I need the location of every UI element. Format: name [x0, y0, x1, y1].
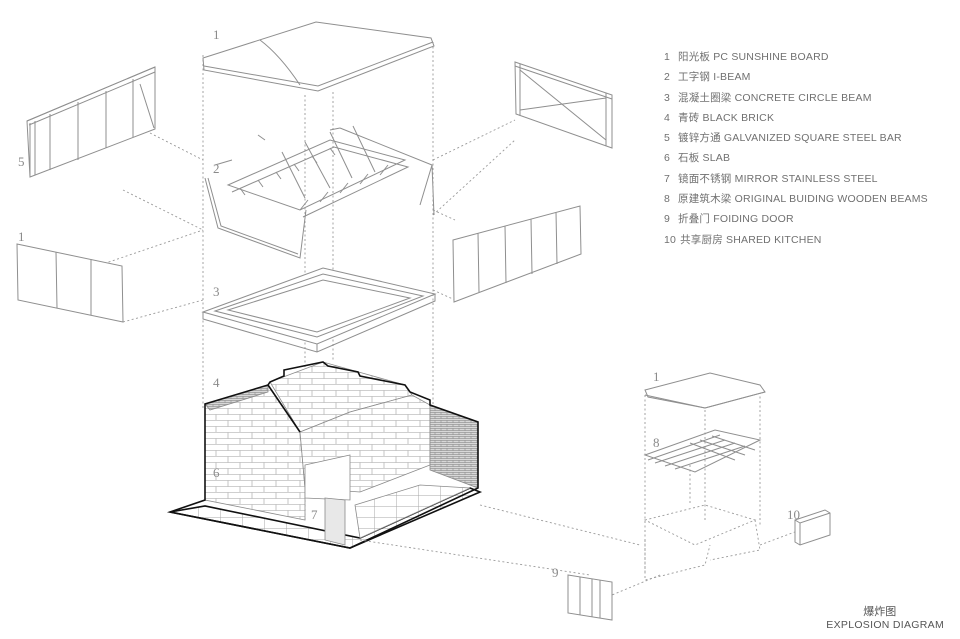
callouts: 1 1 5 2 3 4 6 7 1 8 9 10 [18, 27, 800, 580]
legend-item-number: 7 [664, 172, 671, 185]
legend-item-number: 9 [664, 213, 671, 226]
callout-ibeam: 2 [213, 161, 220, 176]
ibeam-structure [204, 125, 435, 259]
callout-kitchen: 10 [787, 507, 800, 522]
legend-item: 1 阳光板 PC SUNSHINE BOARD [664, 50, 928, 70]
legend-item: 8 原建筑木梁 ORIGINAL BUIDING WOODEN BEAMS [664, 192, 928, 212]
caption-en: EXPLOSION DIAGRAM [826, 619, 944, 631]
legend-item-label: 混凝土圈梁 CONCRETE CIRCLE BEAM [678, 91, 872, 104]
callout-frame-left: 5 [18, 154, 25, 169]
frame-right [514, 61, 613, 149]
legend-item-label: 阳光板 PC SUNSHINE BOARD [678, 51, 829, 63]
legend-item-label: 石板 SLAB [678, 152, 731, 165]
callout-folding-door: 9 [552, 565, 559, 580]
callout-roof-main: 1 [213, 27, 220, 42]
legend-item: 2 工字钢 I-BEAM [664, 70, 928, 90]
legend-item-number: 1 [664, 51, 671, 63]
legend-item-number: 4 [664, 111, 671, 124]
diagram-caption: 爆炸图 EXPLOSION DIAGRAM [826, 603, 944, 631]
legend-item: 5 镀锌方通 GALVANIZED SQUARE STEEL BAR [664, 131, 928, 151]
panel-right [452, 205, 582, 303]
legend-item-number: 5 [664, 132, 671, 145]
callout-slab: 6 [213, 465, 220, 480]
roof-main [202, 21, 435, 92]
kitchen-assembly [359, 372, 831, 621]
legend: 1 阳光板 PC SUNSHINE BOARD 2 工字钢 I-BEAM 3 混凝土圈梁 … [664, 50, 928, 253]
callout-brick: 4 [213, 375, 220, 390]
callout-wood-beams: 8 [653, 435, 660, 450]
callout-mirror: 7 [311, 507, 318, 522]
legend-item: 3 混凝土圈梁 CONCRETE CIRCLE BEAM [664, 91, 928, 111]
legend-item-label: 镀锌方通 GALVANIZED SQUARE STEEL BAR [678, 132, 902, 145]
panel-left [16, 243, 124, 323]
caption-cn: 爆炸图 [863, 606, 897, 618]
legend-item-number: 3 [664, 91, 671, 104]
legend-item-label: 折叠门 FOIDING DOOR [678, 213, 794, 226]
legend-item: 9 折叠门 FOIDING DOOR [664, 212, 928, 232]
callout-panel-left: 1 [18, 229, 25, 244]
legend-item-number: 2 [664, 71, 671, 84]
callout-ring-beam: 3 [213, 284, 220, 299]
ring-beam [201, 267, 437, 353]
frame-left [26, 66, 156, 178]
legend-item-number: 10 [664, 233, 677, 246]
legend-item-label: 工字钢 I-BEAM [678, 71, 751, 84]
brick-building [166, 361, 483, 549]
legend-item: 4 青砖 BLACK BRICK [664, 111, 928, 131]
legend-item: 7 镜面不锈钢 MIRROR STAINLESS STEEL [664, 172, 928, 192]
legend-item-label: 共享厨房 SHARED KITCHEN [680, 233, 822, 246]
callout-roof-small: 1 [653, 369, 660, 384]
legend-item-label: 镜面不锈钢 MIRROR STAINLESS STEEL [678, 172, 878, 185]
legend-item-label: 原建筑木梁 ORIGINAL BUIDING WOODEN BEAMS [678, 193, 928, 206]
legend-item-label: 青砖 BLACK BRICK [678, 111, 775, 124]
legend-item: 6 石板 SLAB [664, 151, 928, 171]
legend-item-number: 6 [664, 152, 671, 165]
legend-item-number: 8 [664, 193, 671, 206]
